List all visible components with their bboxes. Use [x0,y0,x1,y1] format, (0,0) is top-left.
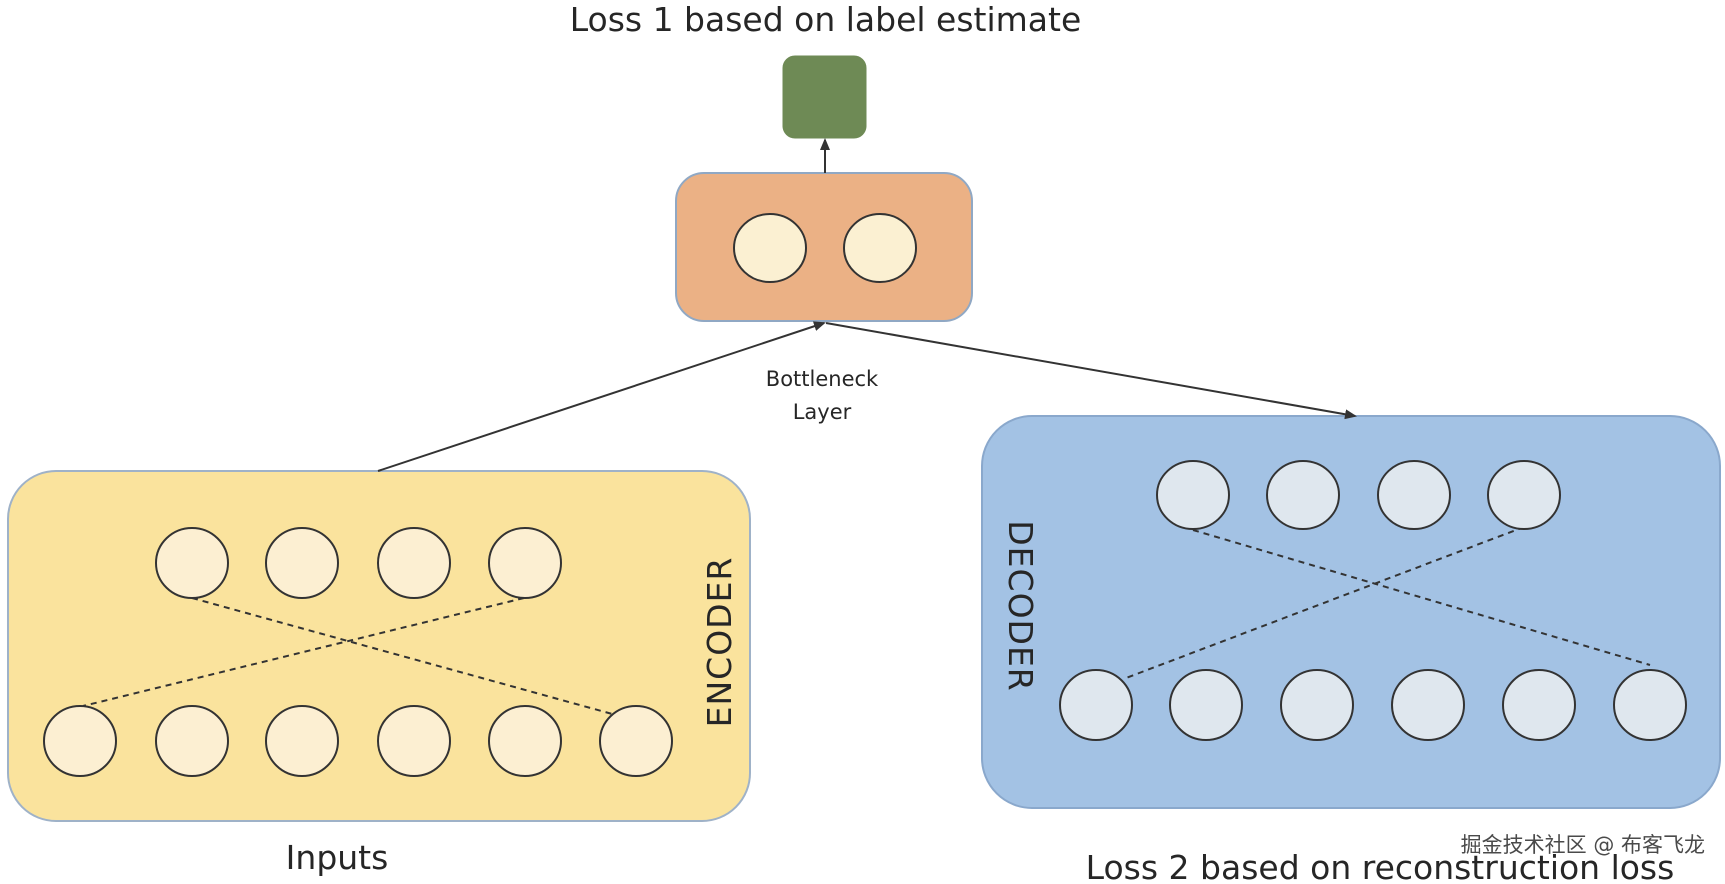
decoder-top-node [1156,460,1230,530]
encoder-bottom-node [155,705,229,777]
decoder-block [981,415,1721,809]
bottleneck-node [733,213,807,283]
bottleneck-label-line1: Bottleneck [765,367,879,391]
encoder-bottom-node [377,705,451,777]
encoder-bottom-node [43,705,117,777]
bottleneck-label-line2: Layer [792,400,852,424]
output-block [782,55,867,139]
encoder-top-node [377,527,451,599]
decoder-top-node [1266,460,1340,530]
decoder-bottom-node [1613,669,1687,741]
bottleneck-label: Bottleneck Layer [737,363,907,429]
decoder-dashed-line-a [1192,529,1651,666]
arrow-encoder-to-bottleneck [377,321,826,472]
encoder-bottom-node [488,705,562,777]
arrow-bottleneck-to-decoder [825,322,1357,420]
encoder-bottom-node [599,705,673,777]
decoder-top-node [1377,460,1451,530]
decoder-bottom-node [1169,669,1243,741]
watermark-text: 掘金技术社区 @ 布客飞龙 [1460,833,1705,857]
loss1-title: Loss 1 based on label estimate [569,0,1082,39]
decoder-label: DECODER [1001,520,1040,692]
bottleneck-node [843,213,917,283]
encoder-top-node [488,527,562,599]
encoder-label: ENCODER [700,556,739,728]
encoder-top-node [155,527,229,599]
decoder-bottom-node [1280,669,1354,741]
decoder-bottom-node [1502,669,1576,741]
encoder-dashed-line-b [82,597,525,707]
decoder-dashed-line-b [1125,526,1525,679]
encoder-bottom-node [265,705,339,777]
decoder-top-node [1487,460,1561,530]
loss2-label: Loss 2 based on reconstruction loss [1085,848,1675,884]
bottleneck-block [675,172,973,322]
inputs-label: Inputs [285,838,389,877]
decoder-bottom-node [1059,669,1133,741]
encoder-top-node [265,527,339,599]
decoder-bottom-node [1391,669,1465,741]
